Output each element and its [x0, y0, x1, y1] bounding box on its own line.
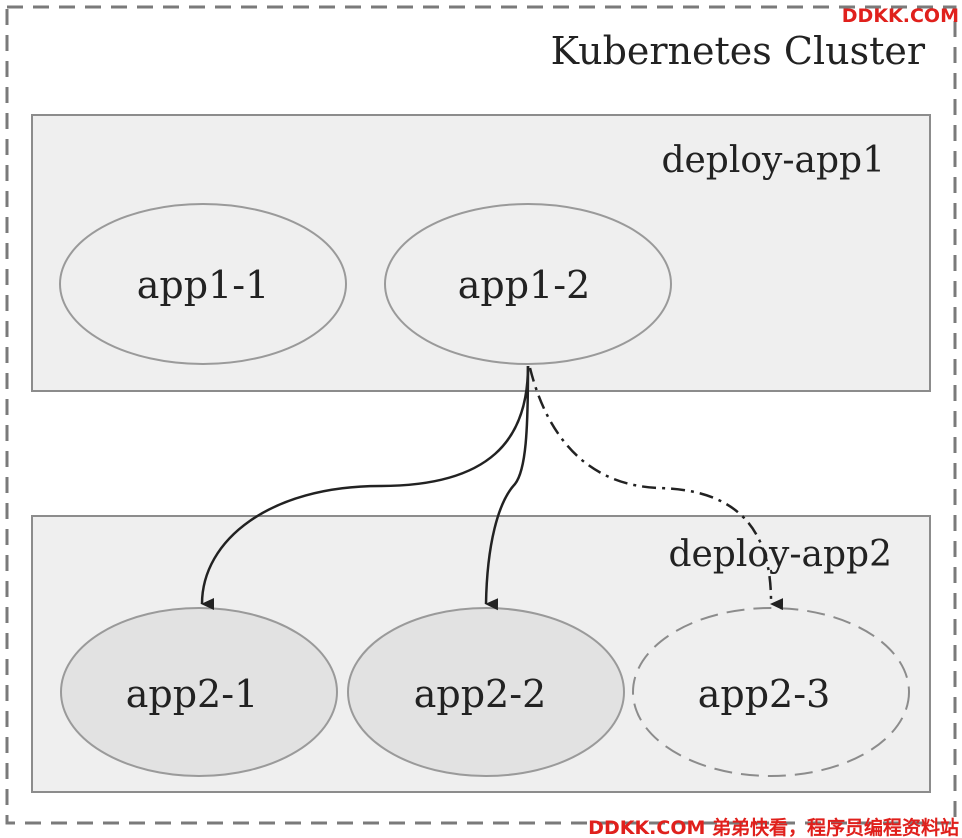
arrow-app1-2-to-app2-2 — [484, 365, 530, 611]
pod-app2-2-label: app2-2 — [414, 672, 547, 716]
pod-app2-3: app2-3 — [632, 607, 910, 777]
pod-app2-2: app2-2 — [347, 607, 625, 777]
deployment-app1: deploy-app1 app1-1 app1-2 — [31, 114, 931, 392]
kubernetes-cluster-boundary — [5, 5, 957, 825]
pod-app1-2: app1-2 — [384, 203, 672, 365]
cluster-title: Kubernetes Cluster — [551, 29, 926, 73]
arrow-app1-2-to-app2-3-dashdot — [528, 367, 784, 611]
pod-app2-1-shape — [60, 607, 338, 777]
pod-app1-2-label: app1-2 — [458, 263, 591, 307]
watermark-top: DDKK.COM — [842, 5, 959, 27]
pod-app1-1: app1-1 — [59, 203, 347, 365]
deployment-app2: deploy-app2 app2-1 app2-2 app2-3 — [31, 515, 931, 793]
pod-app1-1-label: app1-1 — [137, 263, 270, 307]
arrow-app1-2-to-app2-1 — [200, 365, 530, 611]
pod-app2-3-label: app2-3 — [698, 672, 831, 716]
watermark-bottom: DDKK.COM 弟弟快看，程序员编程资料站 — [588, 816, 959, 838]
pod-app2-1-label: app2-1 — [126, 672, 259, 716]
deployment-app1-label: deploy-app1 — [661, 140, 885, 181]
pod-app1-1-shape — [59, 203, 347, 365]
pod-app1-2-shape — [384, 203, 672, 365]
pod-app2-1: app2-1 — [60, 607, 338, 777]
deployment-app2-label: deploy-app2 — [668, 534, 892, 575]
